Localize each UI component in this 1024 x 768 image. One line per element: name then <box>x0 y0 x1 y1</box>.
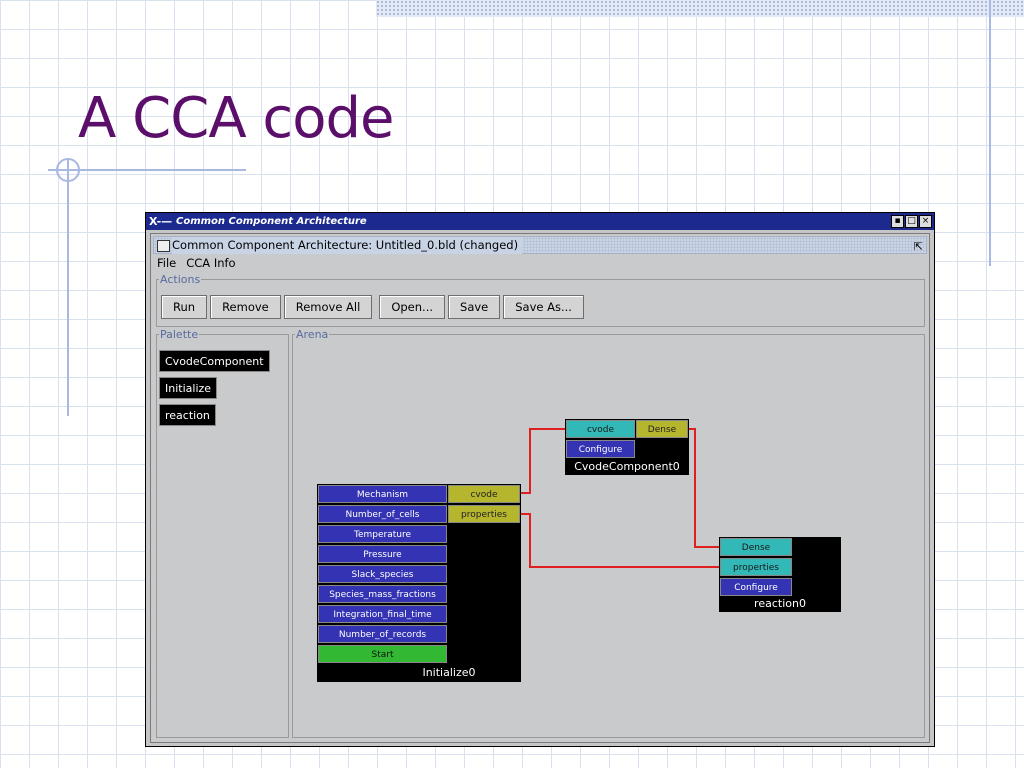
save-as-button[interactable]: Save As... <box>503 295 584 319</box>
x-logo-icon: X-— <box>149 215 173 228</box>
frame-window-icon <box>157 240 170 252</box>
slide-top-band <box>376 0 1024 17</box>
port-configure[interactable]: Configure <box>566 440 635 458</box>
actions-toolbar: Run Remove Remove All Open... Save Save … <box>161 295 584 319</box>
port-configure[interactable]: Configure <box>720 578 792 596</box>
restore-icon[interactable]: ⇱ <box>913 240 923 253</box>
open-button[interactable]: Open... <box>379 295 446 319</box>
port-slack-species[interactable]: Slack_species <box>318 565 447 583</box>
x-window: X-— Common Component Architecture ▪ □ × … <box>145 212 935 747</box>
slide-left-rule <box>67 158 69 416</box>
port-integration-final-time[interactable]: Integration_final_time <box>318 605 447 623</box>
internal-frame: Common Component Architecture: Untitled_… <box>150 233 930 743</box>
actions-legend: Actions <box>160 273 201 286</box>
minimize-icon[interactable]: ▪ <box>891 215 904 228</box>
actions-group: Actions <box>156 273 925 327</box>
wire-dense <box>689 428 720 548</box>
run-button[interactable]: Run <box>161 295 208 319</box>
save-button[interactable]: Save <box>448 295 501 319</box>
port-pressure[interactable]: Pressure <box>318 545 447 563</box>
internal-frame-titlebar[interactable]: Common Component Architecture: Untitled_… <box>153 236 927 254</box>
maximize-icon[interactable]: □ <box>905 215 918 228</box>
component-name: reaction0 <box>754 597 806 610</box>
component-name: Initialize0 <box>422 666 476 679</box>
slide-crosshair-circle <box>56 158 80 182</box>
port-cvode-uses[interactable]: cvode <box>448 485 520 503</box>
palette-item-cvodecomponent[interactable]: CvodeComponent <box>159 350 270 372</box>
slide-right-rule <box>989 0 991 266</box>
component-reaction0[interactable]: Dense properties Configure reaction0 <box>719 537 841 612</box>
component-cvodecomponent0[interactable]: cvode Dense Configure CvodeComponent0 <box>565 419 689 475</box>
arena-legend: Arena <box>296 328 329 341</box>
port-mechanism[interactable]: Mechanism <box>318 485 447 503</box>
slide-title: A CCA code <box>78 86 394 151</box>
palette-item-initialize[interactable]: Initialize <box>159 377 218 399</box>
port-properties-uses[interactable]: properties <box>448 505 520 523</box>
arena-group: Arena <box>292 328 925 738</box>
port-number-of-cells[interactable]: Number_of_cells <box>318 505 447 523</box>
port-cvode[interactable]: cvode <box>566 420 635 438</box>
port-properties[interactable]: properties <box>720 558 792 576</box>
internal-frame-title: Common Component Architecture: Untitled_… <box>172 237 523 254</box>
port-dense[interactable]: Dense <box>636 420 688 438</box>
menu-file[interactable]: File <box>157 256 177 270</box>
remove-all-button[interactable]: Remove All <box>283 295 373 319</box>
menubar: File CCA Info <box>157 256 236 270</box>
component-initialize0[interactable]: Mechanism Number_of_cells Temperature Pr… <box>317 484 521 682</box>
component-name: CvodeComponent0 <box>574 460 680 473</box>
palette-legend: Palette <box>160 328 199 341</box>
close-icon[interactable]: × <box>919 215 932 228</box>
remove-button[interactable]: Remove <box>210 295 281 319</box>
port-start[interactable]: Start <box>318 645 447 663</box>
x-window-controls: ▪ □ × <box>891 215 932 228</box>
x-window-titlebar[interactable]: X-— Common Component Architecture ▪ □ × <box>146 213 934 230</box>
palette-item-reaction[interactable]: reaction <box>159 404 216 426</box>
port-species-mass-fractions[interactable]: Species_mass_fractions <box>318 585 447 603</box>
wire-cvode <box>521 428 566 494</box>
wire-properties <box>521 513 720 568</box>
x-window-title: Common Component Architecture <box>176 216 367 227</box>
port-dense[interactable]: Dense <box>720 538 792 556</box>
menu-cca-info[interactable]: CCA Info <box>186 256 236 270</box>
port-temperature[interactable]: Temperature <box>318 525 447 543</box>
slide-title-rule <box>48 169 246 171</box>
palette-group: Palette <box>156 328 289 738</box>
port-number-of-records[interactable]: Number_of_records <box>318 625 447 643</box>
